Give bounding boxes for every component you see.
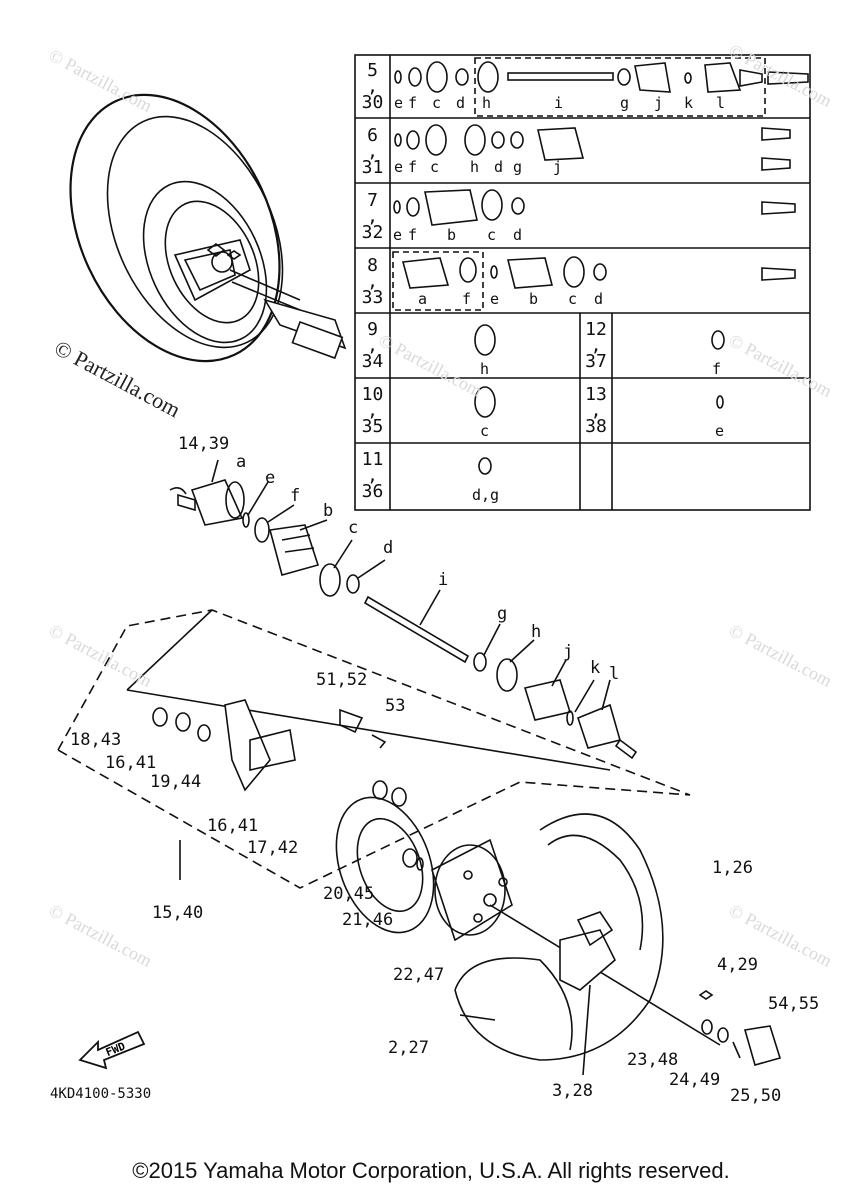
table-letter: d — [594, 290, 604, 308]
table-letter: e — [394, 94, 404, 112]
table-letter: f — [712, 360, 722, 378]
callout-54-55: 54,55 — [768, 994, 820, 1014]
callout-j: j — [563, 642, 574, 662]
table-ref: 9 , 34 — [361, 319, 384, 372]
table-letter: c — [480, 422, 490, 440]
callout-51-52: 51,52 — [316, 670, 368, 690]
exploded-axle — [169, 459, 638, 760]
callout-16-41: 16,41 — [105, 753, 157, 773]
table-letter: e — [715, 422, 725, 440]
table-letter: h — [480, 360, 490, 378]
table-letter: d — [456, 94, 466, 112]
table-letter: f — [462, 290, 472, 308]
callout-h: h — [531, 622, 542, 642]
table-letter: f — [408, 226, 418, 244]
table-ref: 7 , 32 — [361, 190, 384, 243]
callout-16-41: 16,41 — [207, 816, 259, 836]
table-letter: g — [513, 158, 523, 176]
table-letter: b — [529, 290, 539, 308]
table-letter: g — [620, 94, 630, 112]
fwd-arrow-icon: FWD — [78, 1030, 148, 1077]
bottom-wheel — [454, 813, 782, 1076]
table-letter: d — [513, 226, 523, 244]
callout-a: a — [236, 452, 247, 472]
table-letter: c — [568, 290, 578, 308]
table-letter: l — [716, 94, 726, 112]
table-ref: 11 , 36 — [361, 449, 384, 502]
table-ref: 10 , 35 — [361, 384, 384, 437]
callout-k: k — [590, 658, 601, 678]
callout-20-45: 20,45 — [323, 884, 375, 904]
hub-assembly — [335, 796, 721, 1046]
callout-25-50: 25,50 — [730, 1086, 782, 1106]
table-letter: e — [490, 290, 500, 308]
part-code: 4KD4100-5330 — [50, 1086, 152, 1102]
top-wheel-assembly — [69, 93, 347, 363]
callout-b: b — [323, 501, 334, 521]
callout-23-48: 23,48 — [627, 1050, 679, 1070]
table-letter: e — [393, 226, 403, 244]
table-ref: 6 , 31 — [361, 125, 384, 178]
table-letter: a — [418, 290, 428, 308]
callout-21-46: 21,46 — [342, 910, 394, 930]
callout-19-44: 19,44 — [150, 772, 202, 792]
callout-14-39: 14,39 — [178, 434, 230, 454]
callout-18-43: 18,43 — [70, 730, 122, 750]
callout-4-29: 4,29 — [717, 955, 758, 975]
table-letter: c — [430, 158, 440, 176]
callout-f: f — [290, 486, 301, 506]
callout-l: l — [609, 664, 620, 684]
callout-15-40: 15,40 — [152, 903, 204, 923]
kit-table — [354, 54, 811, 511]
table-ref: 12 , 37 — [585, 319, 607, 372]
callout-c: c — [348, 518, 359, 538]
table-ref: 5 , 30 — [361, 60, 384, 113]
table-ref: 13 , 38 — [585, 384, 607, 437]
table-letter: j — [654, 94, 664, 112]
callout-3-28: 3,28 — [552, 1081, 593, 1101]
callout-24-49: 24,49 — [669, 1070, 721, 1090]
knuckle-box — [56, 609, 691, 889]
table-letter: j — [553, 158, 563, 176]
callout-22-47: 22,47 — [393, 965, 445, 985]
callout-e: e — [265, 468, 276, 488]
table-letter: h — [482, 94, 492, 112]
callout-d: d — [383, 538, 394, 558]
table-letter: i — [554, 94, 564, 112]
copyright-notice: ©2015 Yamaha Motor Corporation, U.S.A. A… — [132, 1158, 730, 1183]
callout-g: g — [497, 604, 508, 624]
table-letter: c — [487, 226, 497, 244]
callout-53: 53 — [385, 696, 406, 716]
table-letter: f — [408, 158, 418, 176]
table-letter: e — [394, 158, 404, 176]
table-letter: d,g — [472, 486, 500, 504]
table-letter: f — [408, 94, 418, 112]
table-letter: k — [684, 94, 694, 112]
table-letter: c — [432, 94, 442, 112]
callout-1-26: 1,26 — [712, 858, 753, 878]
callout-2-27: 2,27 — [388, 1038, 429, 1058]
callout-i: i — [438, 570, 449, 590]
table-letter: b — [447, 226, 457, 244]
table-ref: 8 , 33 — [361, 255, 384, 308]
table-letter: h — [470, 158, 480, 176]
table-letter: d — [494, 158, 504, 176]
callout-17-42: 17,42 — [247, 838, 299, 858]
